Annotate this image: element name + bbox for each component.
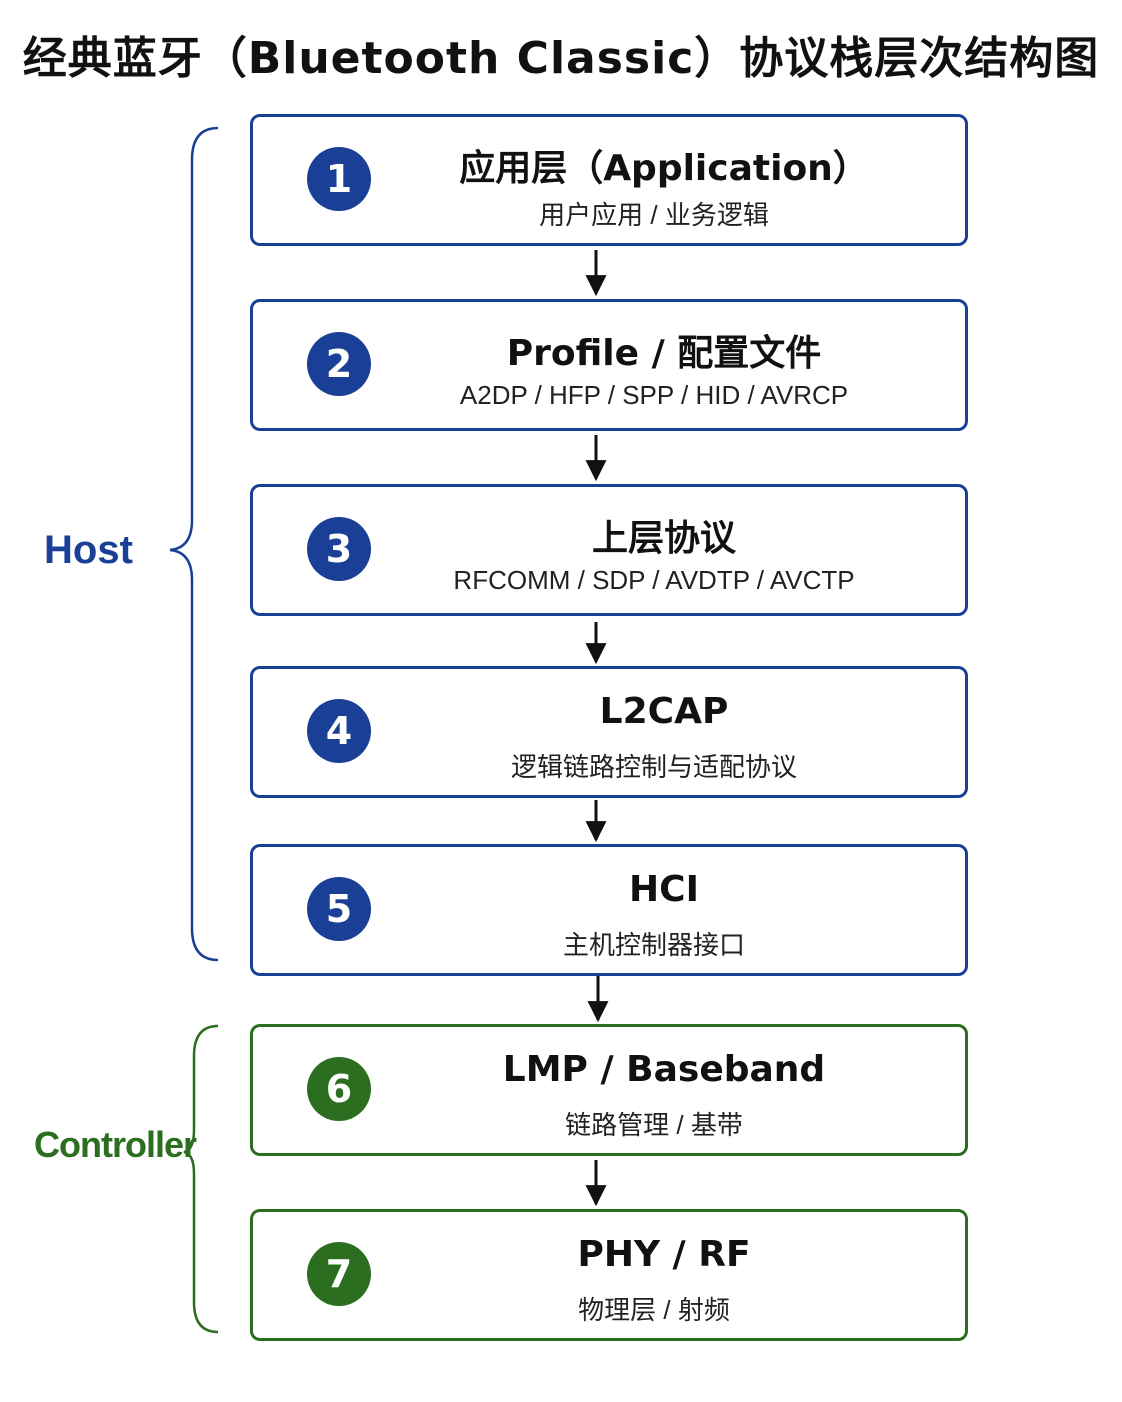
layer-lmp-baseband: 6 LMP / Baseband 链路管理 / 基带 — [250, 1024, 968, 1156]
layer-number-badge: 3 — [307, 517, 371, 581]
layer-subtitle: 主机控制器接口 — [562, 930, 745, 960]
page-title: 经典蓝牙（Bluetooth Classic）协议栈层次结构图 — [22, 33, 1100, 84]
layer-title: 应用层（Application） — [459, 148, 869, 189]
layer-phy-rf: 7 PHY / RF 物理层 / 射频 — [250, 1209, 968, 1341]
layer-upper-protocols: 3 上层协议 RFCOMM / SDP / AVDTP / AVCTP — [250, 484, 968, 616]
layer-number-badge: 2 — [307, 332, 371, 396]
layer-profile: 2 Profile / 配置文件 A2DP / HFP / SPP / HID … — [250, 299, 968, 431]
layer-l2cap: 4 L2CAP 逻辑链路控制与适配协议 — [250, 666, 968, 798]
layer-number-badge: 6 — [307, 1057, 371, 1121]
controller-group-label: Controller — [34, 1124, 197, 1165]
layer-title: L2CAP — [599, 691, 729, 732]
layer-subtitle: 逻辑链路控制与适配协议 — [510, 752, 797, 782]
layer-title: HCI — [629, 869, 699, 910]
layer-subtitle: 用户应用 / 业务逻辑 — [539, 200, 769, 230]
layer-subtitle: 链路管理 / 基带 — [565, 1110, 743, 1140]
layer-number-badge: 4 — [307, 699, 371, 763]
layer-title: LMP / Baseband — [502, 1049, 826, 1090]
layer-subtitle: 物理层 / 射频 — [578, 1295, 730, 1325]
layer-subtitle: RFCOMM / SDP / AVDTP / AVCTP — [453, 565, 855, 595]
layer-number-badge: 1 — [307, 147, 371, 211]
layer-title: PHY / RF — [577, 1234, 751, 1275]
layer-title: Profile / 配置文件 — [506, 333, 822, 374]
host-brace — [169, 126, 219, 962]
layer-subtitle: A2DP / HFP / SPP / HID / AVRCP — [459, 380, 849, 410]
layer-application: 1 应用层（Application） 用户应用 / 业务逻辑 — [250, 114, 968, 246]
layer-number-badge: 5 — [307, 877, 371, 941]
layer-number-badge: 7 — [307, 1242, 371, 1306]
host-group-label: Host — [44, 528, 133, 572]
controller-brace — [183, 1024, 219, 1334]
layer-title: 上层协议 — [591, 518, 736, 559]
layer-hci: 5 HCI 主机控制器接口 — [250, 844, 968, 976]
